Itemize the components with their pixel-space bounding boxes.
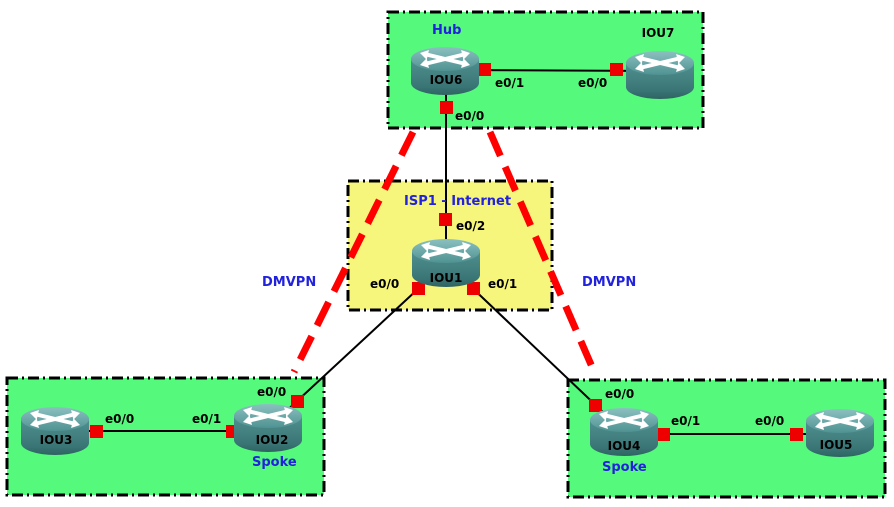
connector-iou2-e0-0 xyxy=(291,395,304,408)
router-iou7-icon[interactable] xyxy=(625,50,695,100)
if-label-iou2-e0-1[interactable]: e0/1 xyxy=(192,412,222,426)
if-label-iou7-e0-0[interactable]: e0/0 xyxy=(578,76,608,90)
connector-iou6-e0-0 xyxy=(440,101,453,114)
connector-iou5-e0-0 xyxy=(790,428,803,441)
hub-zone-title[interactable]: Hub xyxy=(432,23,462,38)
if-label-iou1-e0-0[interactable]: e0/0 xyxy=(370,277,400,291)
connector-iou3-e0-0 xyxy=(90,425,103,438)
device-label-iou2[interactable]: IOU2 xyxy=(255,433,289,447)
dmvpn-label-right[interactable]: DMVPN xyxy=(582,275,637,290)
if-label-iou1-e0-1[interactable]: e0/1 xyxy=(488,277,518,291)
device-label-iou5[interactable]: IOU5 xyxy=(819,438,853,452)
if-label-iou4-e0-0[interactable]: e0/0 xyxy=(605,387,635,401)
connector-iou1-e0-0 xyxy=(412,282,425,295)
device-label-iou7[interactable]: IOU7 xyxy=(641,26,675,40)
isp-zone-title[interactable]: ISP1 - Internet xyxy=(404,194,512,209)
if-label-iou2-e0-0[interactable]: e0/0 xyxy=(257,385,287,399)
dmvpn-tunnel-left[interactable] xyxy=(290,130,417,374)
router-iou6-icon[interactable] xyxy=(410,46,480,96)
connector-iou1-e0-1 xyxy=(467,282,480,295)
connector-iou4-e0-1 xyxy=(657,428,670,441)
spoke-right-zone-title[interactable]: Spoke xyxy=(602,460,647,475)
if-label-iou1-e0-2[interactable]: e0/2 xyxy=(456,219,486,233)
dmvpn-tunnel-right[interactable] xyxy=(486,130,600,378)
router-iou3-icon[interactable] xyxy=(20,406,90,456)
dmvpn-label-left[interactable]: DMVPN xyxy=(262,275,317,290)
connector-iou1-e0-2 xyxy=(439,213,452,226)
if-label-iou5-e0-0[interactable]: e0/0 xyxy=(755,414,785,428)
if-label-iou6-e0-0[interactable]: e0/0 xyxy=(455,109,485,123)
connector-iou4-e0-0 xyxy=(589,399,602,412)
if-label-iou4-e0-1[interactable]: e0/1 xyxy=(671,414,701,428)
device-label-iou1[interactable]: IOU1 xyxy=(429,271,463,285)
device-label-iou4[interactable]: IOU4 xyxy=(607,439,641,453)
connector-iou7-e0-0 xyxy=(610,63,623,76)
device-label-iou6[interactable]: IOU6 xyxy=(429,73,463,87)
if-label-iou3-e0-0[interactable]: e0/0 xyxy=(105,412,135,426)
spoke-left-zone-title[interactable]: Spoke xyxy=(252,455,297,470)
if-label-iou6-e0-1[interactable]: e0/1 xyxy=(495,76,525,90)
device-label-iou3[interactable]: IOU3 xyxy=(39,433,73,447)
connector-iou6-e0-1 xyxy=(478,63,491,76)
